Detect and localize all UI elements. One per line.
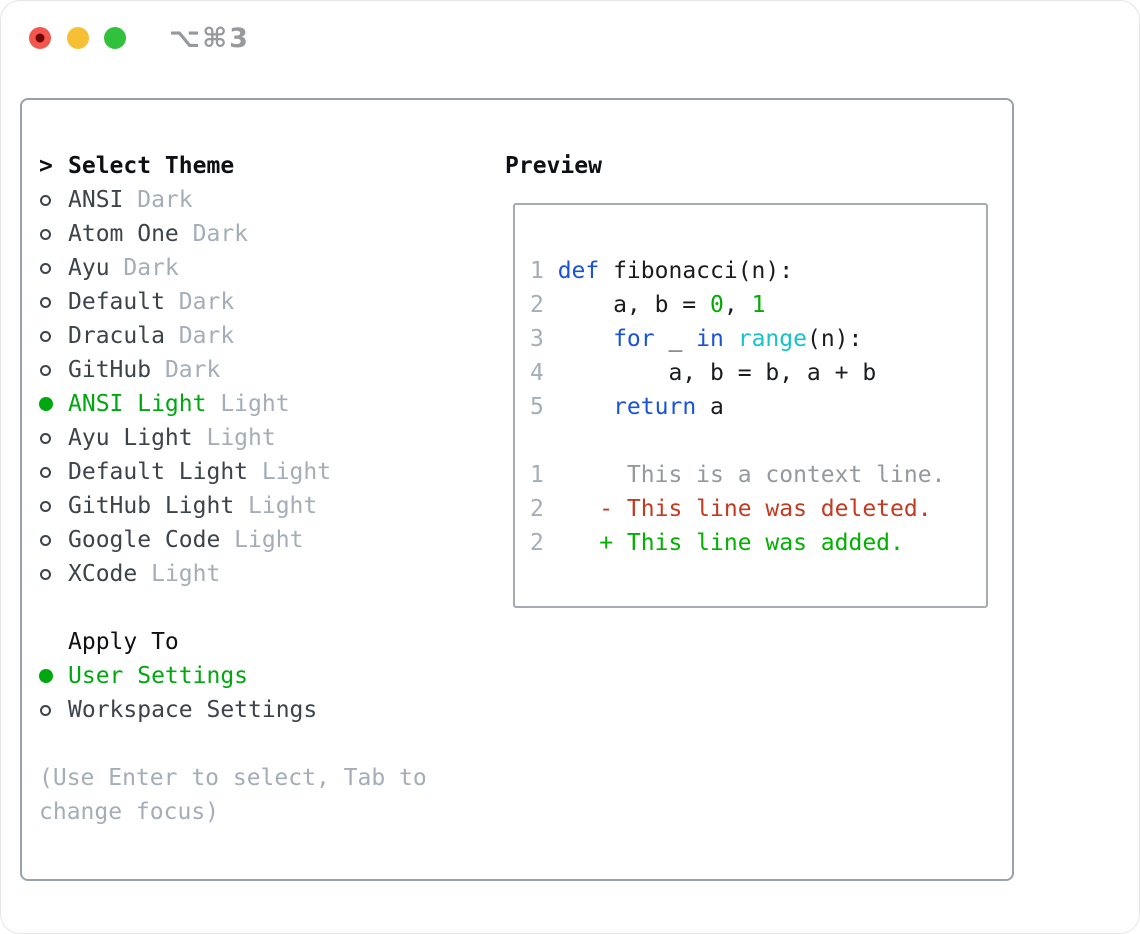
help-line-1: (Use Enter to select, Tab to	[39, 765, 427, 791]
theme-name: ANSI	[68, 187, 124, 213]
theme-variant: Dark	[123, 187, 193, 213]
cursor-prompt: >	[39, 153, 53, 179]
line-number: 5	[530, 394, 544, 420]
theme-name: Default	[68, 289, 165, 315]
preview-label: Preview	[505, 153, 602, 179]
apply-to-label: Apply To	[68, 629, 179, 655]
theme-option-ayu[interactable]: Ayu Dark	[39, 251, 427, 285]
theme-name: Default Light	[68, 459, 249, 485]
code-line: 5 return a	[530, 390, 986, 424]
theme-variant: Dark	[109, 255, 179, 281]
select-theme-header: > Select Theme	[39, 149, 427, 183]
theme-variant: Dark	[164, 323, 235, 349]
theme-option-github[interactable]: GitHub Dark	[39, 353, 427, 387]
theme-name: Dracula	[68, 323, 165, 349]
theme-option-xcode[interactable]: XCode Light	[39, 557, 427, 591]
radio-icon	[39, 466, 68, 478]
help-text: (Use Enter to select, Tab to change focu…	[39, 761, 427, 829]
radio-icon	[39, 500, 68, 512]
radio-icon	[39, 262, 68, 274]
theme-option-ayu-light[interactable]: Ayu Light Light	[39, 421, 427, 455]
code-line: 3 for _ in range(n):	[530, 322, 986, 356]
theme-variant: Dark	[151, 357, 221, 383]
blank-line	[530, 424, 986, 458]
spacer-row	[39, 591, 427, 625]
theme-variant: Light	[137, 561, 221, 587]
theme-option-atom-one[interactable]: Atom One Dark	[39, 217, 427, 251]
select-theme-label: Select Theme	[68, 153, 235, 179]
theme-variant: Light	[192, 425, 276, 451]
radio-selected-icon	[39, 397, 68, 411]
maximize-button[interactable]	[104, 27, 126, 49]
line-number: 1	[530, 462, 544, 488]
radio-icon	[39, 432, 68, 444]
theme-name: XCode	[68, 561, 138, 587]
theme-option-google-code[interactable]: Google Code Light	[39, 523, 427, 557]
apply-option-label: Workspace Settings	[68, 697, 318, 723]
close-button[interactable]	[29, 27, 51, 49]
radio-icon	[39, 228, 68, 240]
theme-option-dracula[interactable]: Dracula Dark	[39, 319, 427, 353]
theme-name: Ayu Light	[68, 425, 193, 451]
theme-name: Atom One	[68, 221, 179, 247]
theme-option-ansi[interactable]: ANSI Dark	[39, 183, 427, 217]
radio-icon	[39, 534, 68, 546]
apply-option-label: User Settings	[68, 663, 249, 689]
theme-variant: Dark	[164, 289, 235, 315]
line-number: 2	[530, 530, 544, 556]
radio-icon	[39, 568, 68, 580]
theme-option-default-light[interactable]: Default Light Light	[39, 455, 427, 489]
line-number: 1	[530, 258, 544, 284]
minimize-button[interactable]	[66, 27, 89, 49]
apply-option-user-settings[interactable]: User Settings	[39, 659, 427, 693]
theme-variant: Light	[220, 527, 304, 553]
theme-variant: Light	[234, 493, 318, 519]
apply-option-workspace-settings[interactable]: Workspace Settings	[39, 693, 427, 727]
theme-name: Ayu	[68, 255, 110, 281]
theme-option-github-light[interactable]: GitHub Light Light	[39, 489, 427, 523]
line-number: 2	[530, 496, 544, 522]
diff-line-deleted: 2 - This line was deleted.	[530, 492, 986, 526]
window-titlebar: ⌥⌘3	[1, 1, 1139, 75]
line-number: 3	[530, 326, 544, 352]
apply-to-header: Apply To	[39, 625, 427, 659]
line-number: 4	[530, 360, 544, 386]
radio-icon	[39, 364, 68, 376]
code-line: 4 a, b = b, a + b	[530, 356, 986, 390]
close-dot	[35, 33, 45, 43]
spacer-row	[39, 727, 427, 761]
diff-line-added: 2 + This line was added.	[530, 526, 986, 560]
theme-name: ANSI Light	[68, 391, 207, 417]
diff-line-context: 1 This is a context line.	[530, 458, 986, 492]
theme-name: GitHub Light	[68, 493, 235, 519]
line-number: 2	[530, 292, 544, 318]
radio-icon	[39, 194, 68, 206]
code-line: 2 a, b = 0, 1	[530, 288, 986, 322]
radio-icon	[39, 704, 68, 716]
radio-icon	[39, 296, 68, 308]
theme-name: Google Code	[68, 527, 221, 553]
theme-variant: Light	[248, 459, 332, 485]
traffic-lights	[29, 27, 126, 49]
theme-variant: Light	[206, 391, 290, 417]
radio-selected-icon	[39, 669, 68, 683]
window-title: ⌥⌘3	[169, 23, 250, 54]
radio-icon	[39, 330, 68, 342]
theme-option-ansi-light[interactable]: ANSI Light Light	[39, 387, 427, 421]
theme-name: GitHub	[68, 357, 152, 383]
theme-option-default[interactable]: Default Dark	[39, 285, 427, 319]
help-line-2: change focus)	[39, 799, 220, 825]
theme-variant: Dark	[178, 221, 249, 247]
